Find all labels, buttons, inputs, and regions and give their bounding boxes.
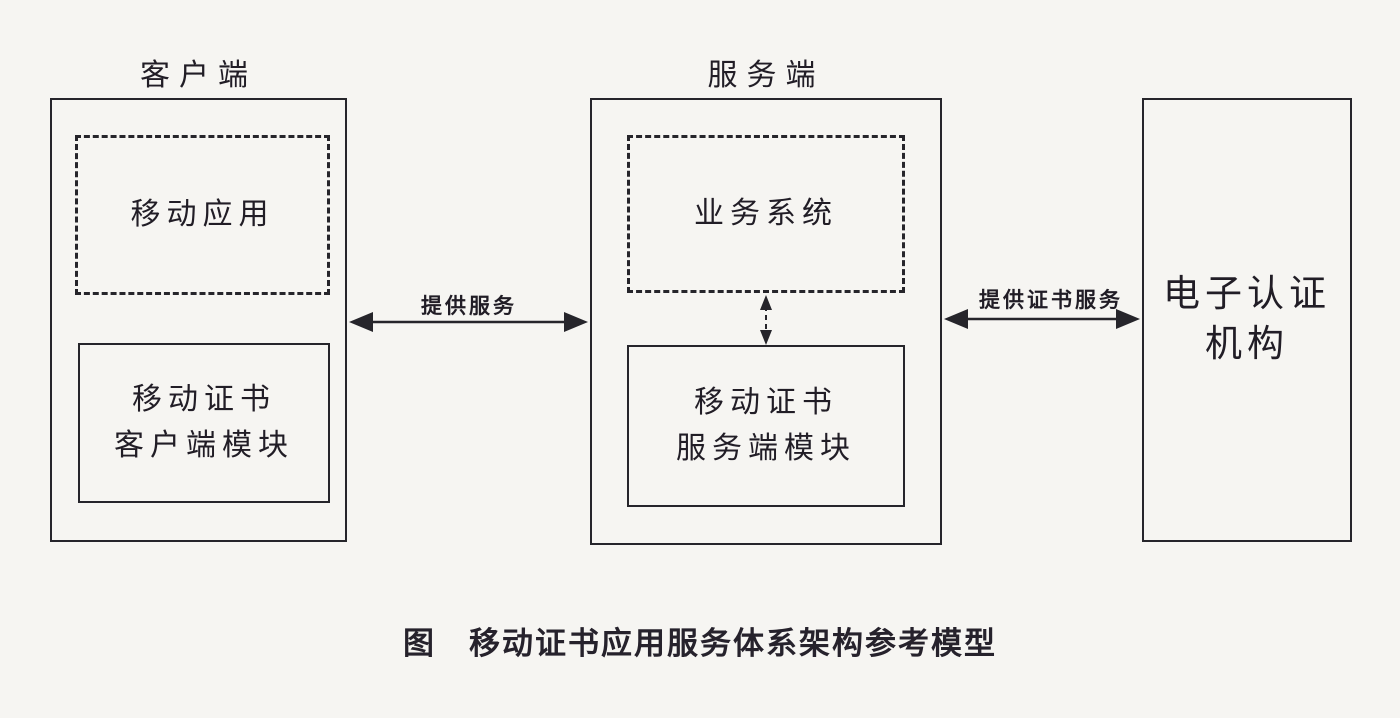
cert-server-module-label: 移动证书 服务端模块 — [676, 385, 856, 466]
mobile-app-label: 移动应用 — [130, 197, 275, 231]
business-system-label: 业务系统 — [694, 196, 838, 230]
mobile-app-box: 移动应用 — [75, 135, 330, 295]
client-server-arrowhead-left — [349, 312, 373, 332]
business-system-box: 业务系统 — [627, 135, 905, 293]
ca-box: 电子认证 机构 — [1142, 98, 1352, 542]
client-server-arrowhead-right — [564, 312, 588, 332]
client-title: 客户端 — [140, 59, 257, 92]
figure-caption: 图 移动证书应用服务体系架构参考模型 — [403, 626, 997, 661]
server-ca-arrow-label: 提供证书服务 — [979, 288, 1123, 312]
client-server-arrow-label: 提供服务 — [421, 294, 517, 318]
cert-client-module-label: 移动证书 客户端模块 — [114, 382, 294, 463]
cert-client-module-box: 移动证书 客户端模块 — [78, 343, 330, 503]
server-box — [590, 98, 942, 545]
cert-server-module-box: 移动证书 服务端模块 — [627, 345, 905, 507]
client-box — [50, 98, 347, 542]
ca-label: 电子认证 机构 — [1163, 274, 1331, 365]
server-title: 服务端 — [707, 59, 825, 92]
